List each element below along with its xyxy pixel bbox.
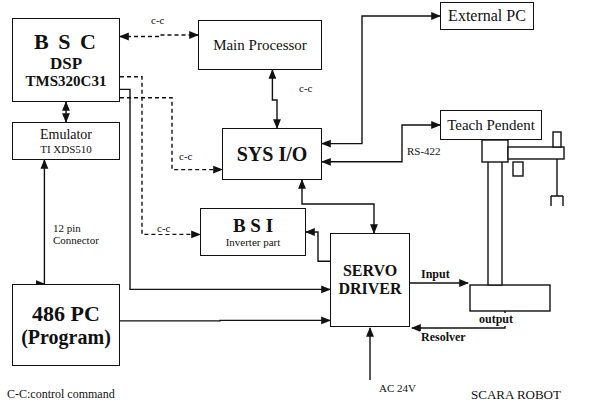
box-content: Main Processor	[213, 37, 307, 54]
box-title: B S I	[226, 216, 281, 237]
box-title: External PC	[448, 7, 526, 25]
edge-label: c-c	[156, 222, 171, 234]
robot-quill-top	[553, 132, 561, 147]
box-title: Emulator	[40, 127, 92, 142]
power-wire	[369, 328, 370, 380]
box-title: Teach Pendent	[447, 117, 535, 134]
box-title: 486 PC	[21, 302, 111, 326]
robot-motor	[513, 162, 523, 176]
input-wire	[410, 282, 468, 283]
box-subtitle: (Program)	[21, 326, 111, 348]
box-content: External PC	[448, 7, 526, 25]
signal-line	[302, 180, 374, 233]
box-content: SYS I/O	[237, 143, 308, 165]
box-content: B S IInverter part	[226, 216, 281, 249]
box-subtitle: TMS320C31	[26, 73, 107, 90]
signal-line	[272, 70, 277, 128]
power-label: AC 24V	[378, 382, 417, 394]
signal-name: Resolver	[420, 331, 467, 344]
edge-label: c-c	[298, 82, 313, 94]
edge-label: 12 pin Connector	[52, 222, 114, 246]
edge-label: c-c	[150, 14, 165, 26]
control-command-line	[120, 35, 198, 37]
signal-line	[44, 160, 45, 284]
signal-line	[306, 232, 330, 261]
block-box: 486 PC(Program)	[12, 284, 120, 366]
block-box: SYS I/O	[222, 128, 322, 180]
box-title: SERVO	[338, 262, 401, 280]
signal-line	[120, 320, 330, 322]
block-box: Main Processor	[198, 20, 322, 70]
box-content: Teach Pendent	[447, 117, 535, 134]
robot-arm	[508, 147, 564, 159]
block-box: EmulatorTI XDS510	[12, 122, 120, 160]
robot-column	[488, 160, 502, 285]
block-box: Teach Pendent	[440, 110, 542, 140]
signal-line	[120, 89, 330, 289]
block-box: SERVODRIVER	[330, 233, 410, 327]
signal-name: Input	[420, 268, 451, 281]
signal-line	[65, 102, 66, 122]
robot-gripper	[551, 196, 563, 206]
box-subtitle: Inverter part	[226, 236, 281, 248]
block-box: B S IInverter part	[200, 208, 306, 256]
block-box: B S CDSPTMS320C31	[12, 18, 120, 102]
box-content: 486 PC(Program)	[21, 302, 111, 348]
signal-name: output	[478, 313, 514, 326]
box-title: Main Processor	[213, 37, 307, 54]
robot-name: SCARA ROBOT	[470, 388, 562, 402]
box-title: SYS I/O	[237, 143, 308, 165]
block-box: External PC	[440, 2, 534, 30]
box-title: B S C	[26, 30, 107, 54]
control-command-line	[120, 98, 222, 170]
box-subtitle: TI XDS510	[40, 143, 92, 155]
robot-head	[482, 140, 508, 162]
box-content: SERVODRIVER	[338, 262, 401, 297]
robot-quill	[556, 159, 557, 196]
edge-label: RS-422	[406, 145, 442, 157]
box-content: B S CDSPTMS320C31	[26, 30, 107, 89]
note-text: C-C:control command	[6, 388, 116, 401]
edge-label: c-c	[178, 150, 193, 162]
box-subtitle: DRIVER	[338, 280, 401, 298]
box-subtitle: DSP	[26, 55, 107, 74]
box-content: EmulatorTI XDS510	[40, 127, 92, 154]
robot-base	[470, 285, 550, 311]
control-command-line	[120, 77, 200, 235]
